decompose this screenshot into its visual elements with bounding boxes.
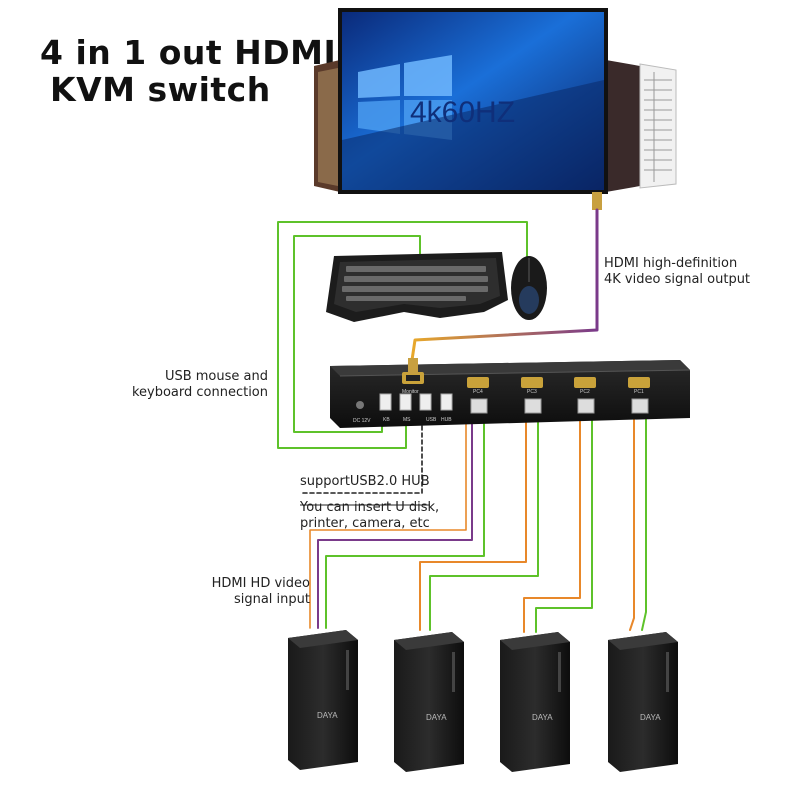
hdmi-input-line-1: HDMI HD video (211, 576, 310, 591)
mouse (511, 256, 547, 320)
pc-hdmi-ports (467, 377, 650, 388)
computer-brand: DAYA (640, 713, 661, 722)
keyboard-cable (293, 235, 421, 433)
computer-brand: DAYA (532, 713, 553, 722)
hdmi-output-label: HDMI high-definition 4K video signal out… (604, 256, 750, 288)
hdmi-output-line-1: HDMI high-definition (604, 256, 738, 271)
side-panel-right (606, 60, 677, 192)
hdmi-input-line-2: signal input (233, 592, 310, 607)
usb-hub-label: supportUSB2.0 HUB (300, 474, 430, 489)
usb-devices-line-2: printer, camera, etc (300, 516, 430, 531)
screen-text: 4k60HZ (410, 96, 515, 129)
computer-3: DAYA (500, 632, 570, 772)
side-panel-left (314, 60, 340, 192)
hdmi-output-line-2: 4K video signal output (604, 272, 751, 287)
usb-connection-line-1: USB mouse and (164, 369, 268, 384)
computer-1: DAYA (288, 630, 358, 770)
computer-2: DAYA (394, 632, 464, 772)
power-label: DC 12V (353, 418, 371, 424)
monitor-hdmi-port (402, 358, 424, 384)
usb-connection-label: USB mouse and keyboard connection (124, 369, 268, 401)
monitor-port-label: Monitor (402, 389, 419, 395)
port-label-pc2: PC2 (580, 389, 590, 395)
usb-hub-dashed-line (299, 411, 423, 494)
windows-logo-icon (358, 55, 452, 140)
computer-brand: DAYA (317, 711, 338, 720)
usb-connection-line-2: keyboard connection (131, 385, 268, 400)
port-label-pc4: PC4 (473, 389, 483, 395)
title-line-2: KVM switch (50, 70, 271, 109)
title-line-1: 4 in 1 out HDMI (40, 33, 337, 72)
hdmi-input-label: HDMI HD video signal input (200, 576, 310, 608)
usb-label: USB (426, 417, 437, 423)
ms-label: MS (403, 417, 411, 423)
computer-4: DAYA (608, 632, 678, 772)
page-title: 4 in 1 out HDMI KVM switch (40, 34, 336, 108)
usb-ports (379, 393, 453, 411)
mouse-cable (277, 221, 528, 449)
port-label-pc1: PC1 (634, 389, 644, 395)
monitor: 4k60HZ (338, 8, 608, 194)
power-jack (356, 401, 364, 409)
usb-devices-line-1: You can insert U disk, (300, 500, 440, 515)
cables (277, 208, 647, 633)
port-label-pc3: PC3 (527, 389, 537, 395)
hub-label: HUB (441, 417, 452, 423)
hdmi-output-cable (410, 208, 599, 362)
monitor-hdmi-plug (592, 192, 602, 210)
usb-devices-label: You can insert U disk, printer, camera, … (300, 500, 439, 532)
keyboard (326, 252, 508, 322)
pc-usb-b-ports (470, 398, 649, 414)
computer-brand: DAYA (426, 713, 447, 722)
kb-label: KB (383, 417, 390, 423)
